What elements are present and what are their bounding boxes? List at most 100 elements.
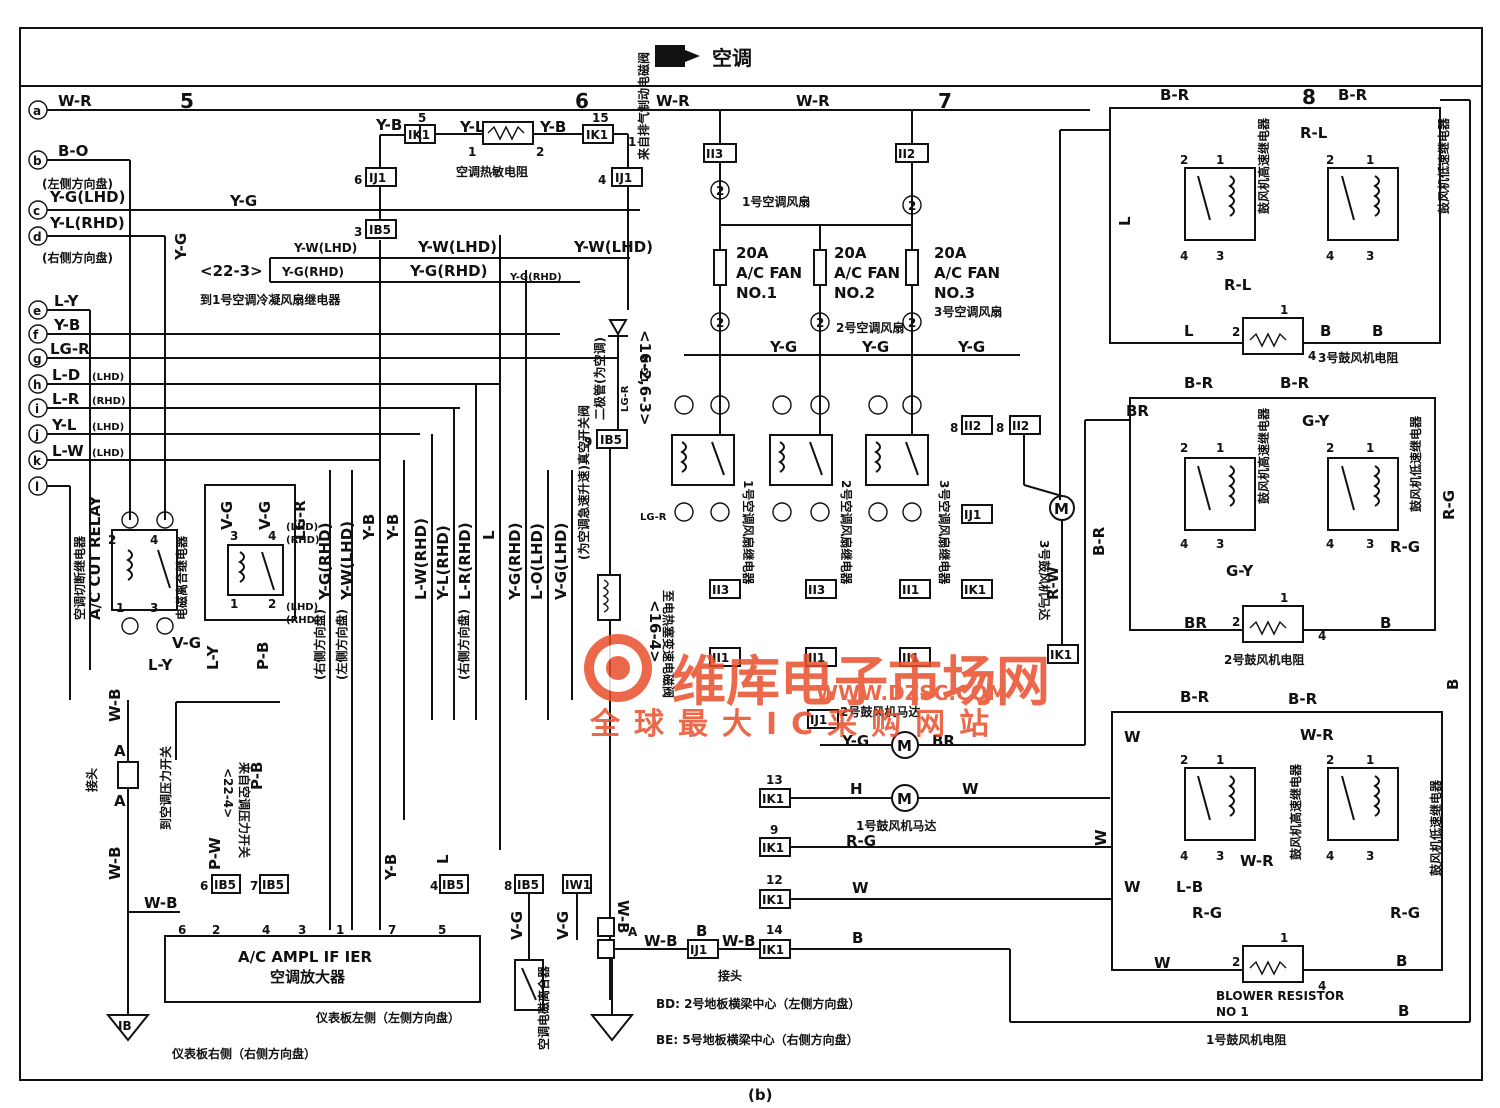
svg-text:W: W [1124, 878, 1141, 896]
svg-text:IK1: IK1 [586, 128, 608, 142]
svg-text:仪表板左侧（左侧方向盘）: 仪表板左侧（左侧方向盘） [315, 1010, 460, 1025]
svg-text:W-B: W-B [644, 932, 678, 950]
svg-text:7: 7 [388, 923, 396, 937]
svg-text:20A: 20A [934, 244, 967, 262]
section-6: 6 [575, 89, 589, 113]
svg-text:2号鼓风机马达: 2号鼓风机马达 [840, 704, 920, 719]
svg-text:IJ1: IJ1 [369, 171, 386, 185]
terminal-i: i L-R (RHD) [28, 390, 126, 418]
svg-text:(LHD): (LHD) [92, 372, 124, 383]
svg-text:接头: 接头 [84, 768, 99, 792]
svg-text:3: 3 [1216, 249, 1224, 263]
svg-text:8: 8 [504, 879, 512, 893]
svg-text:H: H [850, 780, 863, 798]
svg-text:4: 4 [1318, 629, 1326, 643]
svg-text:空调切断继电器: 空调切断继电器 [72, 535, 87, 620]
svg-text:8: 8 [996, 421, 1004, 435]
svg-text:R-G: R-G [1390, 904, 1420, 922]
svg-text:W: W [852, 879, 869, 897]
diode: <16-2,6-3> 二极管(为空调) LG-R LG-R [592, 319, 654, 430]
svg-text:14: 14 [766, 923, 783, 937]
svg-text:B-R: B-R [1180, 688, 1210, 706]
svg-text:3: 3 [1216, 537, 1224, 551]
svg-text:Y-W(LHD): Y-W(LHD) [293, 241, 357, 255]
svg-text:6: 6 [354, 173, 362, 187]
svg-text:4: 4 [1180, 249, 1188, 263]
svg-text:2: 2 [212, 923, 220, 937]
svg-text:1号鼓风机马达: 1号鼓风机马达 [856, 818, 936, 833]
svg-text:II3: II3 [712, 583, 729, 597]
svg-text:BR: BR [1184, 614, 1207, 632]
svg-text:来自排气制动电磁阀: 来自排气制动电磁阀 [636, 52, 651, 161]
svg-text:1: 1 [1216, 753, 1224, 767]
svg-text:4: 4 [1326, 249, 1334, 263]
svg-text:4: 4 [268, 529, 276, 543]
svg-text:1: 1 [336, 923, 344, 937]
svg-text:IB5: IB5 [214, 878, 236, 892]
svg-text:3: 3 [298, 923, 306, 937]
svg-text:W: W [1154, 954, 1171, 972]
svg-text:B: B [1380, 614, 1391, 632]
svg-text:B: B [696, 922, 707, 940]
svg-text:全球最大IC采购网站: 全球最大IC采购网站 [589, 707, 1003, 742]
fan-fuse-1: 20A A/C FAN NO.1 1号空调风扇 II3 2 2 [703, 110, 810, 470]
svg-text:IJ1: IJ1 [810, 713, 827, 727]
svg-text:9: 9 [770, 823, 778, 837]
section-5: 5 [180, 89, 194, 113]
svg-text:L-B: L-B [1176, 878, 1203, 896]
svg-text:2: 2 [1326, 441, 1334, 455]
svg-text:G-Y: G-Y [1302, 412, 1330, 430]
svg-text:IB5: IB5 [517, 878, 539, 892]
svg-text:II1: II1 [808, 651, 825, 665]
svg-text:II1: II1 [712, 651, 729, 665]
svg-text:二极管(为空调): 二极管(为空调) [592, 337, 607, 420]
svg-text:IW1: IW1 [565, 878, 591, 892]
svg-text:W-R: W-R [58, 92, 92, 110]
connector-ij1-b: IJ1 4 [598, 167, 643, 187]
svg-text:Y-G: Y-G [172, 233, 190, 261]
svg-text:3: 3 [1216, 849, 1224, 863]
svg-text:(左侧方向盘): (左侧方向盘) [334, 609, 349, 680]
svg-text:2: 2 [1232, 955, 1240, 969]
ac-clutch: 空调电磁离合器 [514, 893, 578, 1050]
svg-text:9: 9 [584, 435, 592, 449]
svg-text:IK1: IK1 [762, 841, 784, 855]
section-8: 8 [1302, 85, 1316, 109]
svg-text:Y-G: Y-G [861, 338, 889, 356]
svg-text:<22-3>: <22-3> [200, 262, 263, 280]
svg-text:M: M [897, 737, 912, 755]
svg-text:IJ1: IJ1 [964, 508, 981, 522]
svg-text:IK1: IK1 [762, 792, 784, 806]
blower-motor-2: M 2号鼓风机马达 Y-G BR [820, 704, 1085, 759]
svg-text:1: 1 [1366, 153, 1374, 167]
svg-text:L-Y: L-Y [148, 656, 174, 674]
svg-text:Y-B: Y-B [53, 316, 80, 334]
svg-text:鼓风机高速继电器: 鼓风机高速继电器 [1256, 407, 1271, 504]
svg-text:3: 3 [1366, 249, 1374, 263]
svg-text:Y-G: Y-G [769, 338, 797, 356]
svg-text:(RHD): (RHD) [286, 615, 320, 626]
svg-text:R-G: R-G [1390, 538, 1420, 556]
svg-text:W: W [1124, 728, 1141, 746]
svg-text:L-Y: L-Y [204, 644, 222, 670]
connector-row-ii: II3 II3 II1 II1 II1 II1 IJ1 [709, 579, 931, 729]
terminal-k: k L-W (LHD) [28, 442, 124, 470]
connector-ib5-a: IB5 3 [354, 219, 397, 239]
svg-text:W-B: W-B [614, 900, 632, 934]
svg-text:L-W: L-W [52, 442, 84, 460]
svg-text:V-G: V-G [256, 501, 274, 530]
svg-text:Y-B: Y-B [360, 514, 378, 541]
svg-text:7: 7 [250, 879, 258, 893]
svg-text:1: 1 [468, 145, 476, 159]
svg-text:Y-W(LHD): Y-W(LHD) [573, 238, 653, 256]
svg-text:6: 6 [178, 923, 186, 937]
svg-text:IK1: IK1 [762, 943, 784, 957]
svg-text:2: 2 [1180, 753, 1188, 767]
svg-text:A: A [114, 792, 126, 810]
terminal-j: j Y-L (LHD) [28, 416, 124, 444]
svg-text:鼓风机高速继电器: 鼓风机高速继电器 [1288, 763, 1303, 860]
svg-text:Y-W(LHD): Y-W(LHD) [338, 521, 356, 601]
